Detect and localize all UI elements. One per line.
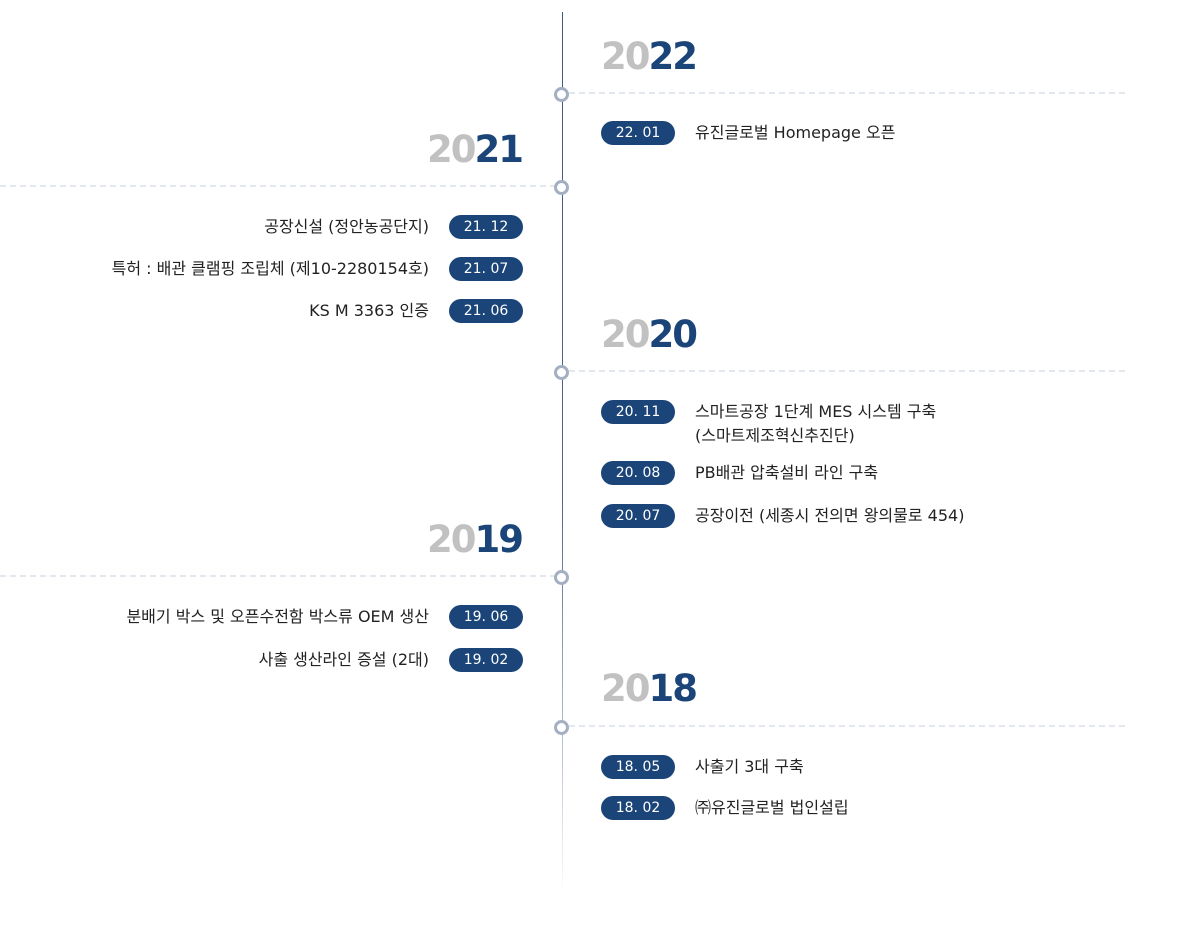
- date-badge: 20. 11: [601, 400, 675, 424]
- timeline-event: 20. 07 공장이전 (세종시 전의면 왕의물로 454): [601, 504, 964, 528]
- date-badge: 21. 07: [449, 257, 523, 281]
- year-suffix: 22: [648, 35, 698, 78]
- year-prefix: 20: [601, 313, 650, 356]
- timeline-node-2019: [554, 570, 569, 585]
- date-badge: 20. 08: [601, 461, 675, 485]
- year-heading-2022: 2022: [601, 35, 698, 78]
- date-badge: 18. 02: [601, 796, 675, 820]
- year-prefix: 20: [427, 518, 476, 561]
- date-badge: 21. 12: [449, 215, 523, 239]
- date-badge: 20. 07: [601, 504, 675, 528]
- timeline-event: 21. 06 KS M 3363 인증: [309, 299, 523, 323]
- date-badge: 19. 06: [449, 605, 523, 629]
- event-text: 사출기 3대 구축: [695, 757, 804, 776]
- year-heading-2019: 2019: [427, 518, 524, 561]
- year-suffix: 21: [474, 128, 524, 171]
- year-divider-2020: [569, 370, 1125, 372]
- timeline-node-2018: [554, 720, 569, 735]
- date-badge: 21. 06: [449, 299, 523, 323]
- year-heading-2020: 2020: [601, 313, 698, 356]
- event-text: 유진글로벌 Homepage 오픈: [695, 123, 896, 142]
- event-text: 스마트공장 1단계 MES 시스템 구축 (스마트제조혁신추진단): [695, 402, 937, 445]
- timeline-event: 20. 11 스마트공장 1단계 MES 시스템 구축 (스마트제조혁신추진단): [601, 400, 936, 448]
- event-text: PB배관 압축설비 라인 구축: [695, 463, 879, 482]
- year-prefix: 20: [427, 128, 476, 171]
- event-text: 사출 생산라인 증설 (2대): [258, 650, 429, 669]
- timeline-axis: [562, 12, 563, 897]
- year-heading-2021: 2021: [427, 128, 524, 171]
- year-divider-2019: [0, 575, 556, 577]
- date-badge: 22. 01: [601, 121, 675, 145]
- date-badge: 19. 02: [449, 648, 523, 672]
- timeline-event: 20. 08 PB배관 압축설비 라인 구축: [601, 461, 878, 485]
- timeline-node-2020: [554, 365, 569, 380]
- year-divider-2021: [0, 185, 556, 187]
- timeline-node-2022: [554, 87, 569, 102]
- timeline-event: 21. 12 공장신설 (정안농공단지): [264, 215, 523, 239]
- timeline-node-2021: [554, 180, 569, 195]
- year-prefix: 20: [601, 35, 650, 78]
- year-heading-2018: 2018: [601, 667, 698, 710]
- event-text: 공장신설 (정안농공단지): [264, 217, 429, 236]
- date-badge: 18. 05: [601, 755, 675, 779]
- timeline-event: 22. 01 유진글로벌 Homepage 오픈: [601, 121, 895, 145]
- timeline-event: 21. 07 특허 : 배관 클램핑 조립체 (제10-2280154호): [112, 257, 523, 281]
- timeline-event: 18. 05 사출기 3대 구축: [601, 755, 804, 779]
- year-suffix: 18: [648, 667, 698, 710]
- event-text: KS M 3363 인증: [309, 301, 429, 320]
- event-text: 특허 : 배관 클램핑 조립체 (제10-2280154호): [111, 259, 429, 278]
- year-suffix: 20: [648, 313, 698, 356]
- timeline-event: 18. 02 ㈜유진글로벌 법인설립: [601, 796, 849, 820]
- event-text: 공장이전 (세종시 전의면 왕의물로 454): [695, 506, 965, 525]
- timeline-event: 19. 06 분배기 박스 및 오픈수전함 박스류 OEM 생산: [126, 605, 523, 629]
- year-divider-2022: [569, 92, 1125, 94]
- year-suffix: 19: [474, 518, 524, 561]
- event-text: 분배기 박스 및 오픈수전함 박스류 OEM 생산: [126, 607, 429, 626]
- year-divider-2018: [569, 725, 1125, 727]
- timeline-event: 19. 02 사출 생산라인 증설 (2대): [259, 648, 523, 672]
- event-text: ㈜유진글로벌 법인설립: [695, 798, 849, 817]
- year-prefix: 20: [601, 667, 650, 710]
